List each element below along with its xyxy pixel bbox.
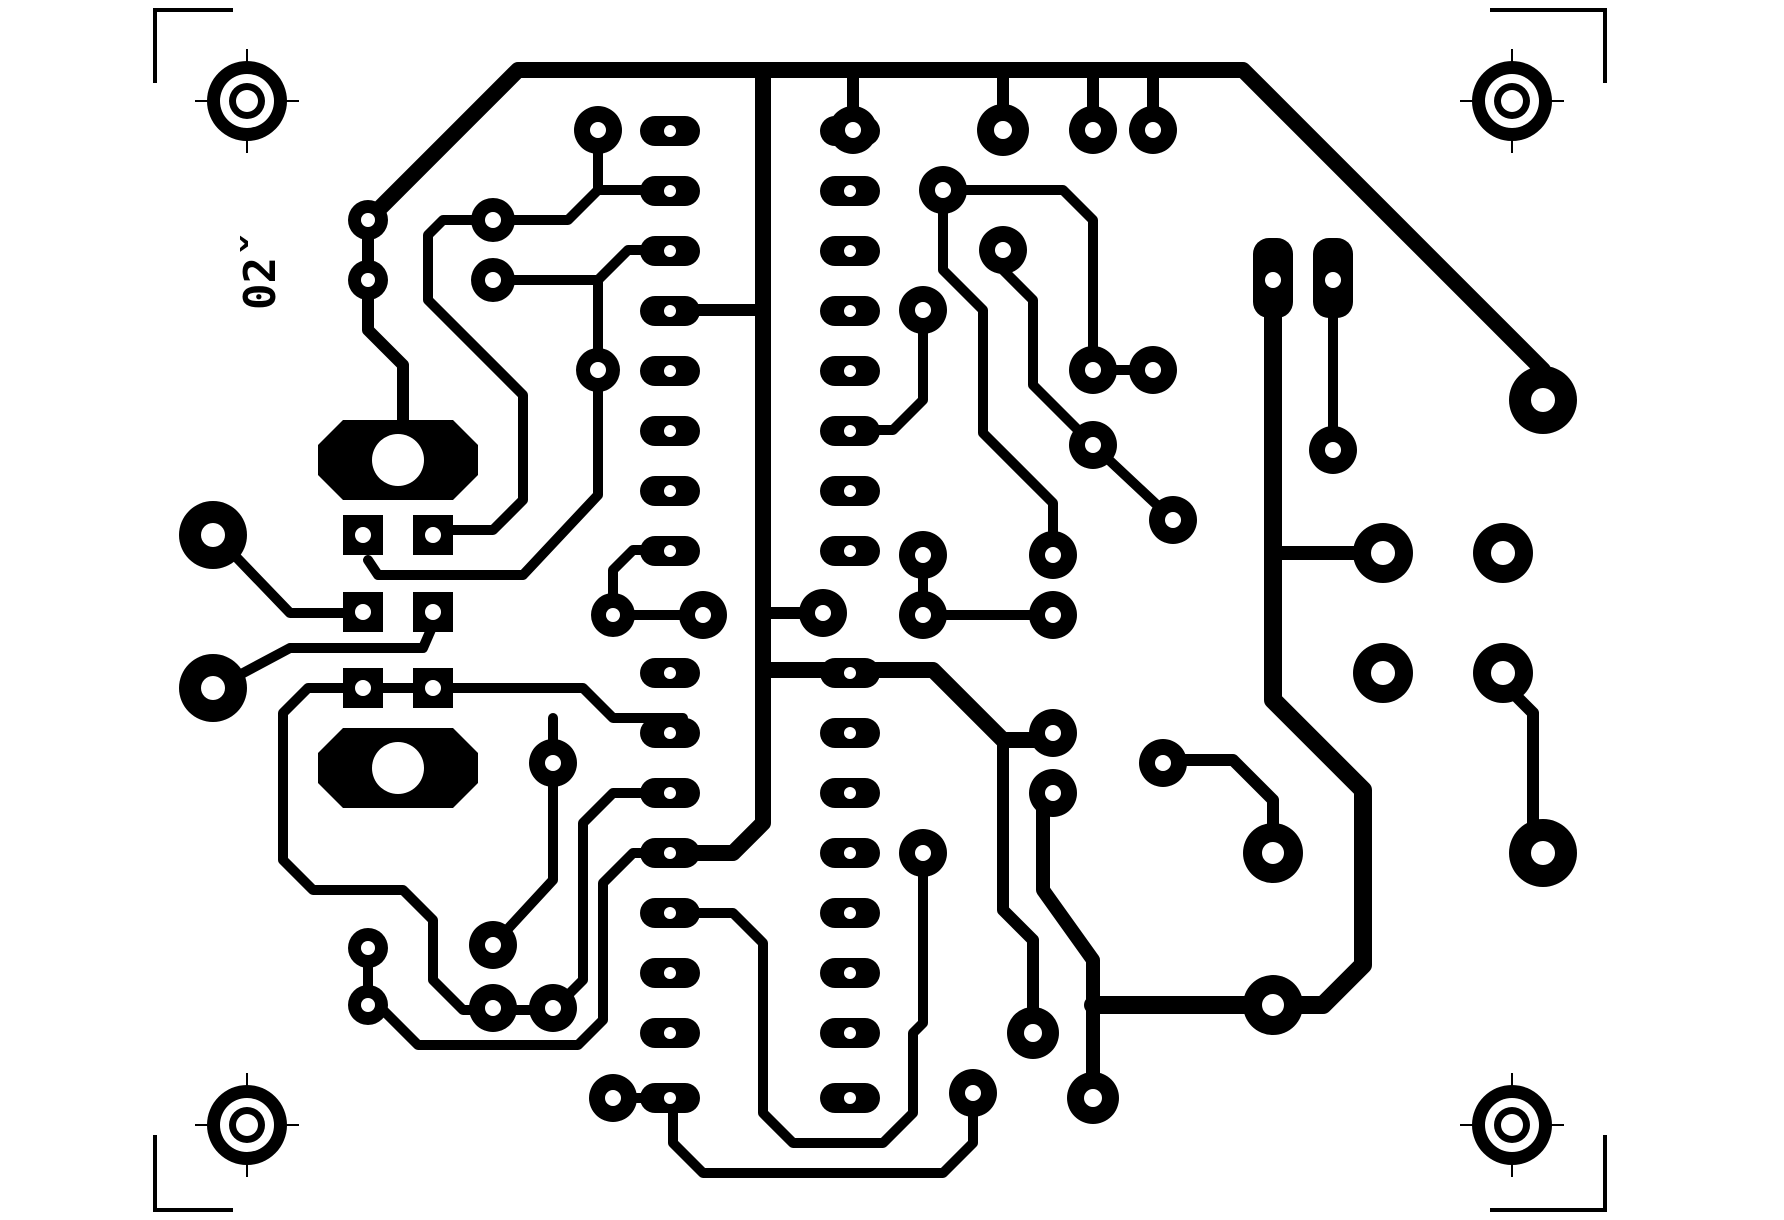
trace-top-bus bbox=[360, 62, 1551, 378]
mounting-holes bbox=[195, 49, 1564, 1177]
crop-mark-top-right bbox=[1490, 8, 1607, 83]
trace-connector-1 bbox=[210, 530, 363, 618]
component-pads bbox=[179, 104, 1577, 1124]
large-pads bbox=[318, 420, 478, 808]
trace-left-lower-3 bbox=[548, 788, 688, 1015]
trace-left-upper-2 bbox=[423, 215, 528, 535]
trace-main-bus bbox=[665, 62, 771, 861]
trace-right-1 bbox=[938, 185, 1158, 375]
crop-mark-bottom-left bbox=[153, 1135, 233, 1212]
crop-marks bbox=[153, 8, 1607, 1212]
trace-bottom-1 bbox=[678, 848, 928, 1148]
trace-connector-2 bbox=[210, 620, 438, 693]
trace-right-2 bbox=[938, 185, 1058, 560]
trace-left-middle bbox=[278, 683, 558, 1015]
crop-mark-bottom-right bbox=[1490, 1135, 1607, 1212]
trace-left-upper-6 bbox=[363, 275, 603, 580]
mounting-hole-top-left bbox=[195, 49, 299, 153]
mounting-hole-bottom-left bbox=[195, 1073, 299, 1177]
crop-mark-top-left bbox=[153, 8, 233, 83]
vertical-pads bbox=[1253, 238, 1353, 318]
mounting-hole-bottom-right bbox=[1460, 1073, 1564, 1177]
trace-bus-branch-3 bbox=[755, 662, 1061, 748]
square-pads bbox=[343, 515, 453, 708]
trace-right-6 bbox=[997, 734, 1039, 1039]
trace-left-lower-1 bbox=[428, 683, 688, 723]
trace-right-7 bbox=[1036, 783, 1100, 1100]
ic-pad-holes bbox=[664, 125, 856, 1104]
trace-left-lower-4 bbox=[373, 848, 688, 1050]
board-label: 02ˇ bbox=[235, 231, 286, 310]
mounting-hole-top-right bbox=[1460, 49, 1564, 153]
trace-bottom-3 bbox=[668, 1093, 978, 1178]
trace-far-right-bus bbox=[1084, 271, 1372, 1014]
